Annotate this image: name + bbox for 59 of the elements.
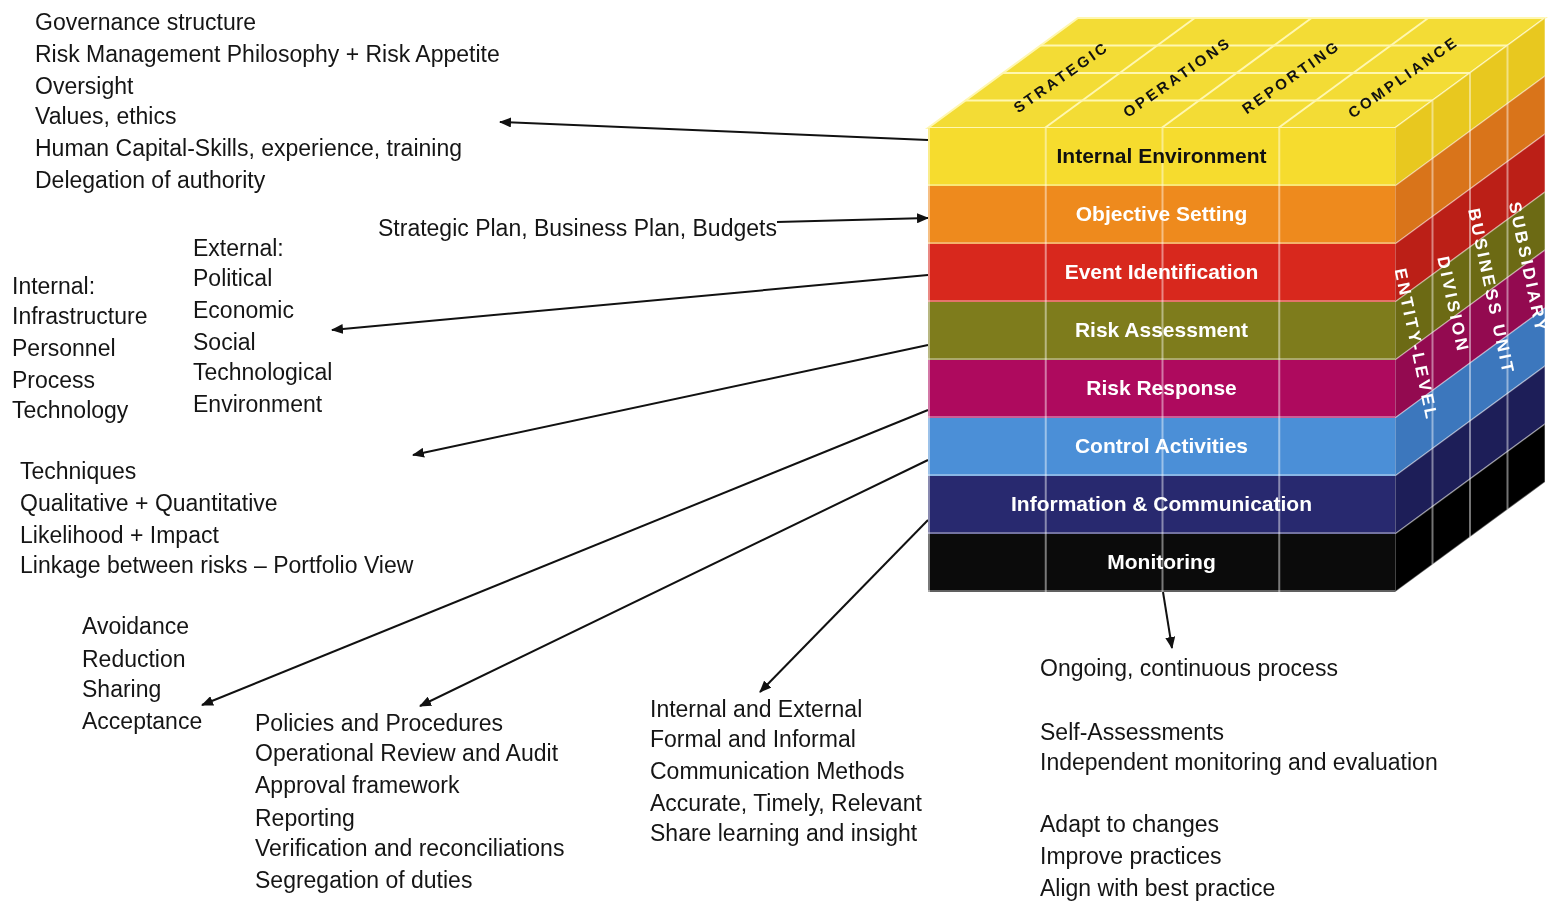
list-text: Infrastructure <box>12 302 148 331</box>
list-text: Sharing <box>82 675 162 704</box>
list-text: Personnel <box>12 334 116 363</box>
arrow <box>1162 591 1176 649</box>
arrow <box>201 409 929 706</box>
layer-band: Objective Setting <box>928 186 1395 244</box>
list-text: Operational Review and Audit <box>255 739 559 768</box>
list-text: Accurate, Timely, Relevant <box>650 789 922 818</box>
layer-band: Risk Response <box>928 360 1395 418</box>
list-text: Oversight <box>35 72 134 101</box>
list-text: Linkage between risks – Portfolio View <box>20 551 414 580</box>
list-text: Environment <box>193 390 323 419</box>
list-text: Economic <box>193 296 294 325</box>
list-text: Political <box>193 264 273 293</box>
list-text: Verification and reconciliations <box>255 834 565 863</box>
list-text: Reporting <box>255 804 355 833</box>
list-text: Process <box>12 366 96 395</box>
list-text: Internal and External <box>650 695 863 724</box>
layer-band: Information & Communication <box>928 476 1395 534</box>
list-text: Avoidance <box>82 612 189 641</box>
list-text: Ongoing, continuous process <box>1040 654 1338 683</box>
list-text: Risk Management Philosophy + Risk Appetite <box>35 40 500 69</box>
list-text: Approval framework <box>255 771 460 800</box>
list-text: Communication Methods <box>650 757 905 786</box>
list-text: Formal and Informal <box>650 725 856 754</box>
list-text: Strategic Plan, Business Plan, Budgets <box>378 214 777 243</box>
list-text: Reduction <box>82 645 186 674</box>
list-text: Self-Assessments <box>1040 718 1225 747</box>
arrow <box>331 274 929 334</box>
list-text: Segregation of duties <box>255 866 473 895</box>
list-text: Internal: <box>12 272 96 301</box>
list-text: Policies and Procedures <box>255 709 504 738</box>
list-text: Techniques <box>20 457 137 486</box>
list-text: Improve practices <box>1040 842 1222 871</box>
layer-band: Monitoring <box>928 534 1395 592</box>
list-text: Technology <box>12 396 129 425</box>
layer-band: Risk Assessment <box>928 302 1395 360</box>
list-text: Technological <box>193 358 333 387</box>
arrow <box>419 459 929 707</box>
arrow <box>759 519 929 693</box>
list-text: Social <box>193 328 256 357</box>
list-text: External: <box>193 234 284 263</box>
list-text: Human Capital-Skills, experience, training <box>35 134 462 163</box>
layer-band: Event Identification <box>928 244 1395 302</box>
list-text: Qualitative + Quantitative <box>20 489 278 518</box>
arrow <box>412 344 929 458</box>
list-text: Governance structure <box>35 8 257 37</box>
list-text: Values, ethics <box>35 102 177 131</box>
list-text: Share learning and insight <box>650 819 918 848</box>
layer-band: Internal Environment <box>928 128 1395 186</box>
list-text: Adapt to changes <box>1040 810 1220 839</box>
list-text: Delegation of authority <box>35 166 266 195</box>
list-text: Align with best practice <box>1040 874 1276 903</box>
list-text: Likelihood + Impact <box>20 521 219 550</box>
list-text: Acceptance <box>82 707 203 736</box>
arrow <box>776 213 929 224</box>
layer-band: Control Activities <box>928 418 1395 476</box>
list-text: Independent monitoring and evaluation <box>1040 748 1438 777</box>
arrow <box>499 117 929 141</box>
